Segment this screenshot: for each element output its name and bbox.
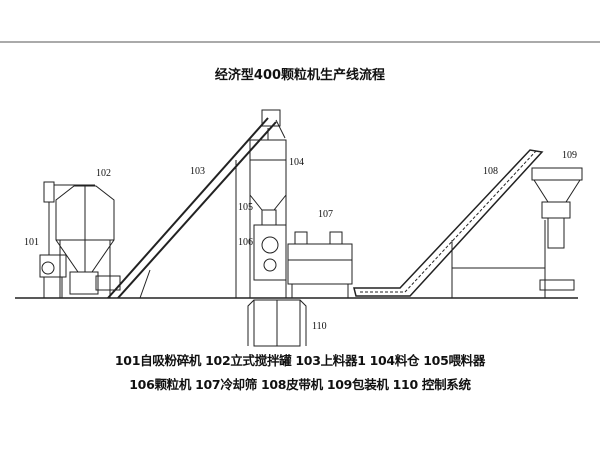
label-105: 105 (238, 202, 253, 213)
diagram-title: 经济型400颗粒机生产线流程 (214, 68, 386, 83)
crusher-101 (39, 181, 95, 298)
elevator-103 (107, 109, 286, 299)
legend-line-1: 101自吸粉碎机 102立式搅拌罐 103上料器1 104料仓 105喂料器 (114, 353, 486, 368)
label-102: 102 (96, 168, 111, 179)
cooler-107 (287, 231, 353, 298)
label-107: 107 (318, 209, 333, 220)
mixer-102 (55, 185, 121, 298)
label-106: 106 (238, 237, 253, 248)
label-104: 104 (289, 157, 304, 168)
pellet-tower (235, 128, 287, 298)
label-101: 101 (24, 237, 39, 248)
control-cabinet-110 (247, 299, 307, 347)
label-110: 110 (312, 321, 327, 332)
label-103: 103 (190, 166, 205, 177)
legend-line-2: 106颗粒机 107冷却筛 108皮带机 109包装机 110 控制系统 (129, 377, 471, 392)
label-108: 108 (483, 166, 498, 177)
label-109: 109 (562, 150, 577, 161)
belt-conveyor-108 (353, 149, 545, 298)
packing-machine-109 (531, 167, 583, 298)
